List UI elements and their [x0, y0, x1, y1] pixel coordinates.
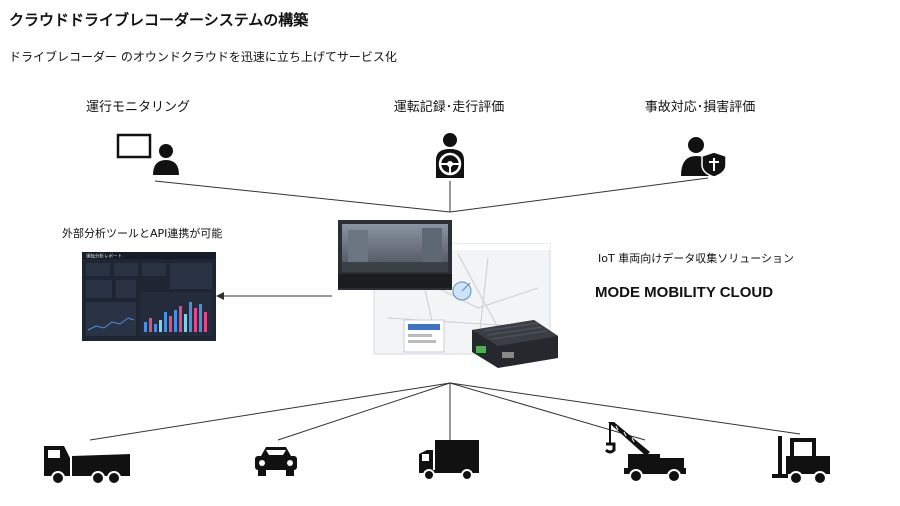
usecase-label-driving-record: 運転記録･走行評価 [393, 100, 505, 115]
car-icon [255, 447, 297, 476]
page-title: クラウドドライブレコーダーシステムの構築 [9, 11, 309, 29]
product-tagline: IoT 車両向けデータ収集ソリューション [598, 252, 794, 265]
usecase-label-accident-response: 事故対応･損害評価 [644, 100, 756, 115]
driver-steering-icon [436, 133, 464, 178]
monitor-person-icon [116, 133, 179, 175]
analytics-label: 外部分析ツールとAPI連携が可能 [62, 227, 223, 240]
page-subtitle: ドライブレコーダー のオウンドクラウドを迅速に立ち上げてサービス化 [9, 50, 397, 64]
dashboard-title: 運転分析レポート [86, 253, 122, 260]
box-truck-icon [419, 440, 479, 481]
forklift-icon [772, 436, 830, 485]
analytics-dashboard-thumbnail: 運転分析レポート [82, 252, 216, 341]
dump-truck-icon [44, 446, 130, 485]
usecase-label-operation-monitoring: 運行モニタリング [85, 100, 191, 115]
product-name: MODE MOBILITY CLOUD [595, 284, 774, 301]
crane-truck-icon [604, 422, 686, 483]
product-composite-image [338, 220, 558, 368]
person-shield-icon [681, 137, 727, 178]
